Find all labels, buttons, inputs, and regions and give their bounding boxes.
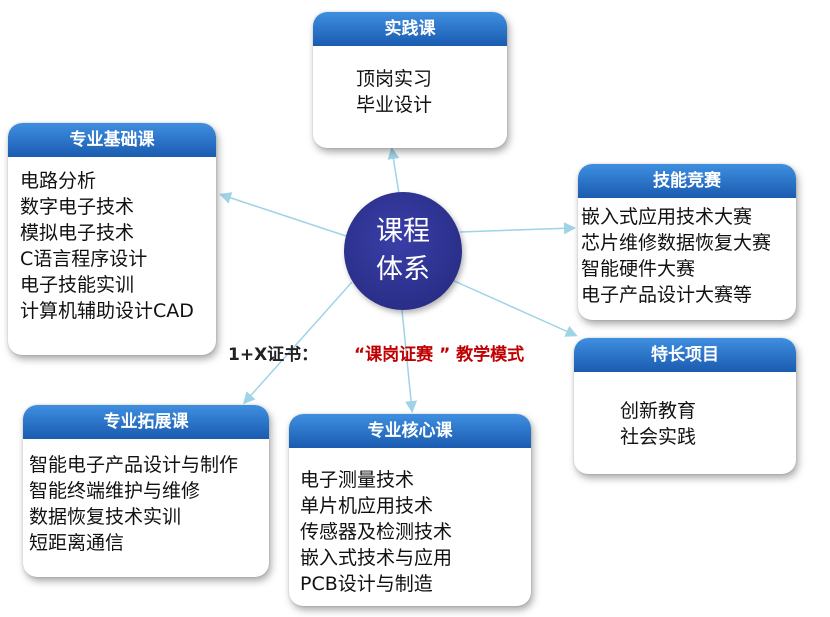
list-item: 嵌入式技术与应用 [300, 547, 453, 569]
list-item: 电子技能实训 [20, 274, 135, 296]
list-item: 电子产品设计大赛等 [581, 284, 753, 306]
list-item: 智能电子产品设计与制作 [29, 454, 239, 476]
foundation-card-title: 专业基础课 [8, 123, 216, 157]
core-card-title: 专业核心课 [289, 414, 531, 448]
list-item: 短距离通信 [29, 532, 125, 554]
list-item: 传感器及检测技术 [300, 521, 453, 543]
extension-card-title: 专业拓展课 [23, 405, 269, 439]
foundation-card: 专业基础课 电路分析 数字电子技术 模拟电子技术 C语言程序设计 电子技能实训 … [8, 123, 216, 355]
competition-card-body: 嵌入式应用技术大赛 芯片维修数据恢复大赛 智能硬件大赛 电子产品设计大赛等 [578, 198, 796, 308]
arrow-to-specialty [451, 279, 578, 337]
list-item: 创新教育 [620, 400, 697, 422]
arrow-to-practice [387, 147, 401, 201]
list-item: 智能终端维护与维修 [29, 480, 201, 502]
arrow-to-core [401, 309, 418, 413]
foundation-card-body: 电路分析 数字电子技术 模拟电子技术 C语言程序设计 电子技能实训 计算机辅助设… [8, 157, 216, 324]
practice-card-title: 实践课 [313, 12, 507, 46]
list-item: 单片机应用技术 [300, 495, 434, 517]
specialty-card: 特长项目 创新教育 社会实践 [574, 338, 796, 474]
specialty-card-body: 创新教育 社会实践 [574, 372, 796, 450]
list-item: C语言程序设计 [20, 248, 148, 270]
center-node: 课程 体系 [344, 192, 462, 310]
competition-card: 技能竞赛 嵌入式应用技术大赛 芯片维修数据恢复大赛 智能硬件大赛 电子产品设计大… [578, 164, 796, 320]
center-node-line1: 课程 [376, 216, 430, 247]
specialty-card-title: 特长项目 [574, 338, 796, 372]
list-item: 芯片维修数据恢复大赛 [581, 232, 772, 254]
list-item: 数据恢复技术实训 [29, 506, 182, 528]
center-node-line2: 体系 [376, 254, 430, 285]
list-item: 毕业设计 [356, 94, 433, 116]
list-item: 计算机辅助设计CAD [20, 300, 194, 322]
list-item: 电路分析 [20, 170, 97, 192]
list-item: 智能硬件大赛 [581, 258, 696, 280]
competition-card-title: 技能竞赛 [578, 164, 796, 198]
arrow-to-foundation [219, 192, 347, 237]
list-item: PCB设计与制造 [300, 573, 433, 595]
list-item: 顶岗实习 [356, 68, 433, 90]
practice-card: 实践课 顶岗实习 毕业设计 [313, 12, 507, 148]
arrow-to-competition [459, 222, 576, 235]
teaching-mode-label: “课岗证赛 ” 教学模式 [354, 345, 525, 365]
arrow-to-extension [243, 281, 353, 405]
list-item: 模拟电子技术 [20, 222, 135, 244]
extension-card-body: 智能电子产品设计与制作 智能终端维护与维修 数据恢复技术实训 短距离通信 [23, 439, 269, 556]
extension-card: 专业拓展课 智能电子产品设计与制作 智能终端维护与维修 数据恢复技术实训 短距离… [23, 405, 269, 577]
list-item: 电子测量技术 [300, 469, 415, 491]
list-item: 数字电子技术 [20, 196, 135, 218]
core-card-body: 电子测量技术 单片机应用技术 传感器及检测技术 嵌入式技术与应用 PCB设计与制… [289, 448, 531, 597]
core-card: 专业核心课 电子测量技术 单片机应用技术 传感器及检测技术 嵌入式技术与应用 P… [289, 414, 531, 606]
practice-card-body: 顶岗实习 毕业设计 [313, 46, 507, 118]
list-item: 社会实践 [620, 426, 697, 448]
cert-label: 1+X证书： [228, 345, 319, 365]
list-item: 嵌入式应用技术大赛 [581, 206, 753, 228]
